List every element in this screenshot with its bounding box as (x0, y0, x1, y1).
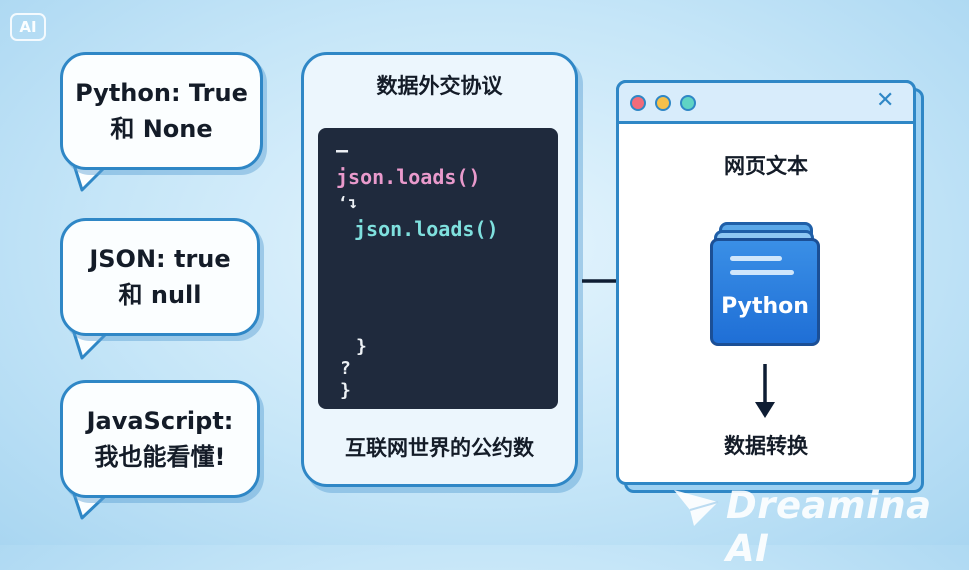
bubble-line: Python: True (75, 79, 248, 107)
close-icon[interactable]: ✕ (876, 88, 895, 113)
watermark: Dreamina AI (726, 484, 932, 570)
javascript-bubble: JavaScript: 我也能看懂! (60, 380, 260, 498)
browser-title: 网页文本 (724, 154, 808, 178)
bubble-line: JavaScript: (86, 407, 234, 435)
code-line-brace1: } (356, 336, 367, 357)
ai-badge: AI (10, 13, 46, 41)
code-line-call2: json.loads() (354, 217, 499, 241)
close-dot-icon[interactable] (630, 95, 646, 111)
code-line-mark2: ? (340, 358, 351, 379)
code-line-call1: json.loads() (336, 165, 481, 189)
python-book-icon (710, 238, 820, 346)
book-text-line (730, 270, 794, 275)
code-cursor: — (336, 138, 349, 162)
down-arrow-icon (755, 364, 775, 418)
json-bubble: JSON: true 和 null (60, 218, 260, 336)
code-line-brace2: } (340, 380, 351, 401)
bubble-line: 和 null (118, 281, 202, 309)
bubble-line: 我也能看懂! (94, 443, 226, 471)
python-bubble: Python: True 和 None (60, 52, 263, 170)
bubble-line: JSON: true (89, 245, 231, 273)
code-line-mark1: ‘↴ (338, 193, 358, 212)
protocol-title: 数据外交协议 (376, 74, 503, 98)
minimize-dot-icon[interactable] (655, 95, 671, 111)
protocol-caption: 互联网世界的公约数 (345, 436, 534, 460)
dreamina-logo-icon (674, 490, 719, 526)
book-label: Python (721, 294, 809, 319)
browser-caption: 数据转换 (724, 434, 808, 458)
book-text-line (730, 256, 782, 261)
maximize-dot-icon[interactable] (680, 95, 696, 111)
bubble-line: 和 None (110, 115, 213, 143)
code-editor (318, 128, 558, 409)
